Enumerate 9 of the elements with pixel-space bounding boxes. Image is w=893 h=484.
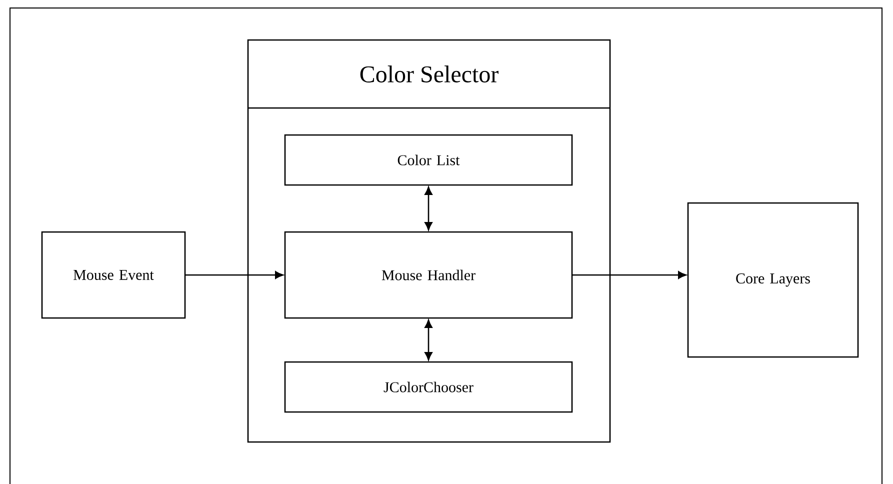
process-box: Mouse Handler [284,231,573,319]
arrow [424,186,432,230]
process-box: Core Layers [687,202,859,358]
arrow [572,271,686,279]
process-box: JColorChooser [284,361,573,413]
arrow [424,320,432,360]
process-box: Color List [284,134,573,186]
arrow [185,271,284,279]
process-box: Mouse Event [41,231,186,319]
